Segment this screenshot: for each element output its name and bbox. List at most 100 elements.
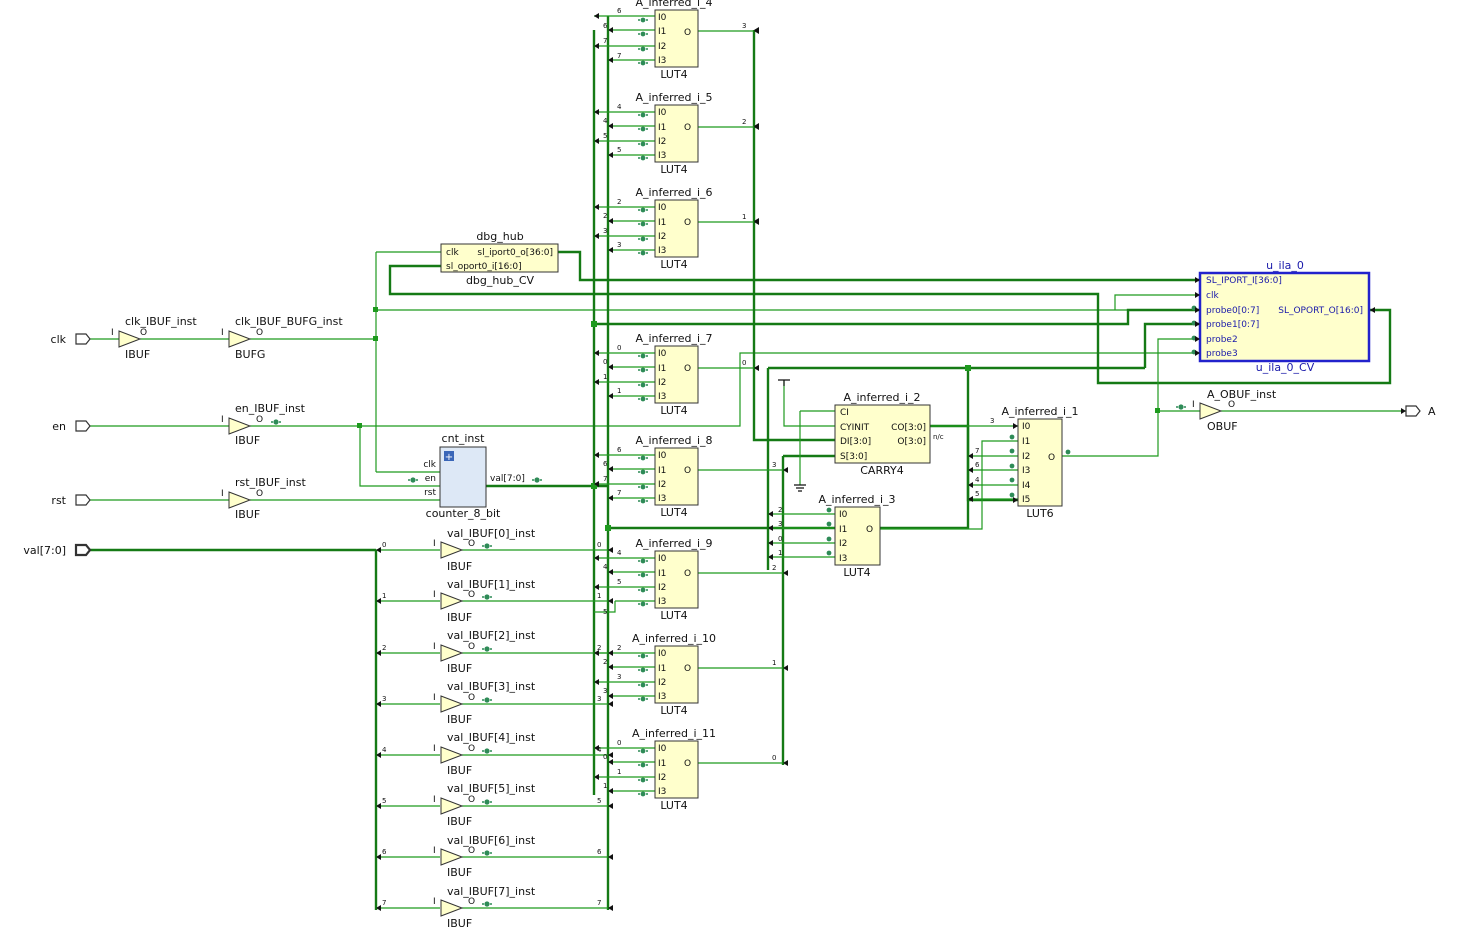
expand-icon[interactable] xyxy=(444,451,454,461)
pin-label: S[3:0] xyxy=(840,452,867,462)
lut-a-inferred-i-6[interactable]: A_inferred_i_6 I0 I1 I2 I3 O 2 2 3 3 1 L… xyxy=(603,186,746,271)
arrowhead-icon xyxy=(608,57,613,63)
arrowhead-icon xyxy=(608,393,613,399)
pin-label: I0 xyxy=(658,349,667,359)
lut6-a-inferred-i-1[interactable]: A_inferred_i_1 I0 I1 I2 I3 I4 I5 O 7 6 4… xyxy=(975,405,1079,520)
arrowhead-icon xyxy=(608,218,613,224)
arrowhead-icon xyxy=(1195,292,1200,298)
arrowhead-icon xyxy=(1013,423,1018,429)
debug-marker-icon xyxy=(646,574,648,576)
arrowhead-icon xyxy=(376,752,381,758)
pin-label: I2 xyxy=(658,378,666,388)
pin-label: I2 xyxy=(658,480,666,490)
debug-marker-icon xyxy=(638,764,640,766)
lut-a-inferred-i-10[interactable]: A_inferred_i_10 I0 I1 I2 I3 O 2 2 3 3 1 … xyxy=(603,632,776,717)
debug-marker-icon xyxy=(646,457,648,459)
buffer-val-ibuf-3[interactable]: I O val_IBUF[3]_inst IBUF 3 3 xyxy=(382,680,601,726)
buffer-clk-ibuf[interactable]: I O clk_IBUF_inst IBUF xyxy=(111,315,197,361)
bus-index: 0 xyxy=(617,344,621,352)
pin-label: O xyxy=(684,759,691,769)
cell-type: LUT4 xyxy=(843,566,870,579)
debug-marker-icon xyxy=(640,155,646,161)
buffer-val-ibuf-1[interactable]: I O val_IBUF[1]_inst IBUF 1 1 xyxy=(382,578,601,624)
pin-label: I2 xyxy=(839,539,847,549)
port-en[interactable]: en xyxy=(52,420,91,433)
lut-column: A_inferred_i_4 I0 I1 I2 I3 O 6 6 7 7 3 L… xyxy=(603,0,776,812)
bus-index: 3 xyxy=(772,461,776,469)
arrowhead-icon xyxy=(608,664,613,670)
instance-name: cnt_inst xyxy=(442,432,486,445)
buffer-val-ibuf-0[interactable]: I O val_IBUF[0]_inst IBUF 0 0 xyxy=(382,527,601,573)
arrowhead-icon xyxy=(376,905,381,911)
pin-label: sl_oport0_i[16:0] xyxy=(446,262,522,272)
pin-label: O xyxy=(468,897,475,907)
arrowhead-icon xyxy=(608,123,613,129)
buffer-val-ibuf-6[interactable]: I O val_IBUF[6]_inst IBUF 6 6 xyxy=(382,834,602,879)
lut-a-inferred-i-8[interactable]: A_inferred_i_8 I0 I1 I2 I3 O 6 6 7 7 3 L… xyxy=(603,434,776,519)
buffer-val-ibuf-7[interactable]: I O val_IBUF[7]_inst IBUF 7 7 xyxy=(382,885,601,930)
port-val[interactable]: val[7:0] xyxy=(23,543,92,557)
buffer-clk-bufg[interactable]: I O clk_IBUF_BUFG_inst BUFG xyxy=(221,315,343,361)
buffer-en-ibuf[interactable]: I O en_IBUF_inst IBUF xyxy=(221,402,306,447)
arrowhead-icon xyxy=(594,650,599,656)
bus-index: 4 xyxy=(617,549,622,557)
buffer-triangle-icon xyxy=(440,541,464,559)
counter-block[interactable]: cnt_inst + clk en rst val[7:0] counter_8… xyxy=(408,432,542,520)
bus-index: 3 xyxy=(990,417,994,425)
arrowhead-icon xyxy=(1013,497,1018,503)
bus-index: 1 xyxy=(778,549,782,557)
arrowhead-icon xyxy=(608,27,613,33)
lut-a-inferred-i-9[interactable]: A_inferred_i_9 I0 I1 I2 I3 O 4 4 5 5 2 L… xyxy=(603,537,776,622)
debug-marker-icon xyxy=(638,33,640,35)
pin-label: I1 xyxy=(658,466,666,476)
pin-label: O xyxy=(256,489,263,499)
debug-marker-icon xyxy=(271,419,281,425)
debug-marker-icon xyxy=(646,655,648,657)
pin-label: clk xyxy=(423,460,436,470)
pin-label: clk xyxy=(446,248,459,258)
debug-marker-icon xyxy=(646,603,648,605)
debug-marker-icon xyxy=(646,19,648,21)
lut-a-inferred-i-7[interactable]: A_inferred_i_7 I0 I1 I2 I3 O 0 0 1 1 0 L… xyxy=(603,332,746,417)
lut-a-inferred-i-11[interactable]: A_inferred_i_11 I0 I1 I2 I3 O 0 0 1 1 0 … xyxy=(603,727,776,812)
debug-marker-icon xyxy=(640,112,646,118)
debug-marker-icon xyxy=(826,521,832,527)
bus-index: 4 xyxy=(603,563,608,571)
pin-label: O xyxy=(468,590,475,600)
buffer-val-ibuf-2[interactable]: I O val_IBUF[2]_inst IBUF 2 2 xyxy=(382,629,601,675)
lut-a-inferred-i-4[interactable]: A_inferred_i_4 I0 I1 I2 I3 O 6 6 7 7 3 L… xyxy=(603,0,746,81)
pin-label: val[7:0] xyxy=(490,474,525,484)
port-clk[interactable]: clk xyxy=(51,333,91,346)
cell-type: LUT4 xyxy=(660,799,687,812)
bus-index: 2 xyxy=(597,644,601,652)
debug-marker-icon xyxy=(640,455,646,461)
debug-marker-icon xyxy=(640,353,646,359)
debug-marker-icon xyxy=(638,500,640,502)
lut-a-inferred-i-3[interactable]: A_inferred_i_3 I0 I1 I2 I3 O 2 3 0 1 LUT… xyxy=(778,493,896,579)
debug-marker-icon xyxy=(646,750,648,752)
debug-marker-icon xyxy=(646,698,648,700)
port-A[interactable]: A xyxy=(1405,405,1436,418)
lut-a-inferred-i-5[interactable]: A_inferred_i_5 I0 I1 I2 I3 O 4 4 5 5 2 L… xyxy=(603,91,746,176)
buffer-val-ibuf-5[interactable]: I O val_IBUF[5]_inst IBUF 5 5 xyxy=(382,782,601,828)
carry4-block[interactable]: A_inferred_i_2 CI CYINIT DI[3:0] S[3:0] … xyxy=(778,379,994,492)
debug-marker-icon xyxy=(640,558,646,564)
port-rst[interactable]: rst xyxy=(51,494,91,507)
pin-label: I xyxy=(433,795,436,805)
cell-type: IBUF xyxy=(447,764,472,777)
debug-marker-icon xyxy=(482,646,492,652)
bus-index: 4 xyxy=(975,476,980,484)
buffer-a-obuf[interactable]: I O A_OBUF_inst OBUF xyxy=(1176,388,1277,433)
input-port-icon xyxy=(75,420,91,432)
pin-label: I3 xyxy=(658,787,666,797)
buffer-val-ibuf-4[interactable]: I O val_IBUF[4]_inst IBUF 4 4 xyxy=(382,731,602,777)
cell-type: CARRY4 xyxy=(860,464,904,477)
dbg-hub-block[interactable]: dbg_hub clk sl_oport0_i[16:0] sl_iport0_… xyxy=(440,230,559,287)
ila-block[interactable]: u_ila_0 SL_IPORT_I[36:0] clk probe0[0:7]… xyxy=(1191,259,1371,374)
buffer-rst-ibuf[interactable]: I O rst_IBUF_inst IBUF xyxy=(221,476,306,521)
arrowhead-icon xyxy=(754,28,759,34)
arrowhead-icon xyxy=(608,364,613,370)
pin-label: I0 xyxy=(839,510,848,520)
bus-index: 1 xyxy=(382,592,386,600)
